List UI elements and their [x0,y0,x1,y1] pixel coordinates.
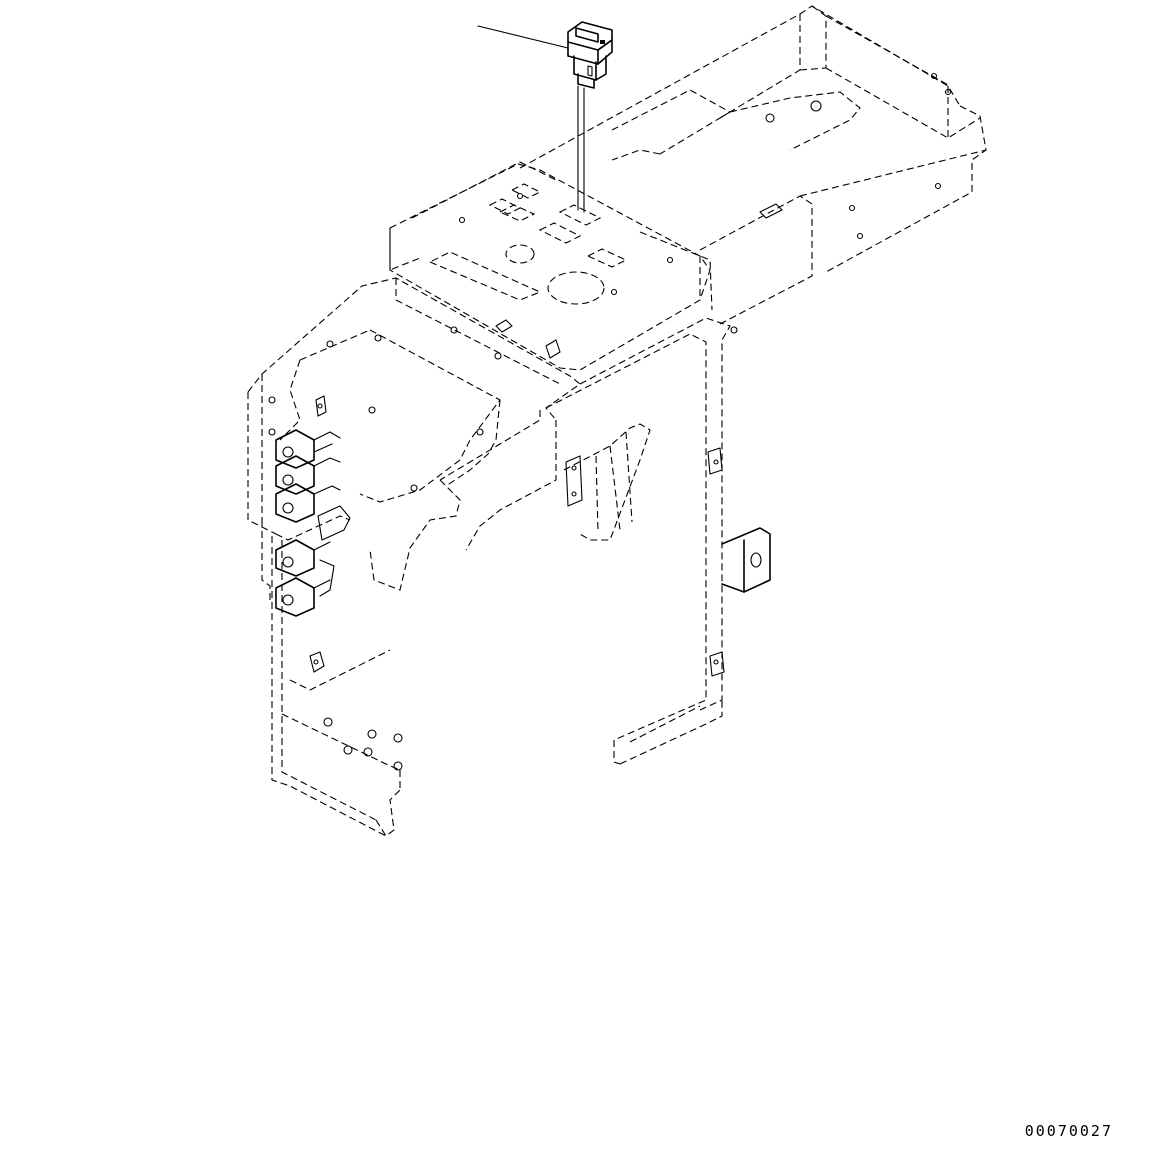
main-frame-body [247,277,738,765]
drawing-number: 00070027 [1025,1122,1113,1140]
leader-line [477,25,569,49]
harness-clamps [275,395,725,677]
install-line [577,85,585,213]
console-top-panel [389,161,713,371]
side-bracket [721,527,771,593]
rocker-switch-part[interactable] [567,21,613,89]
lower-pedestal-frame [261,515,403,837]
rear-console-frame [519,5,987,325]
